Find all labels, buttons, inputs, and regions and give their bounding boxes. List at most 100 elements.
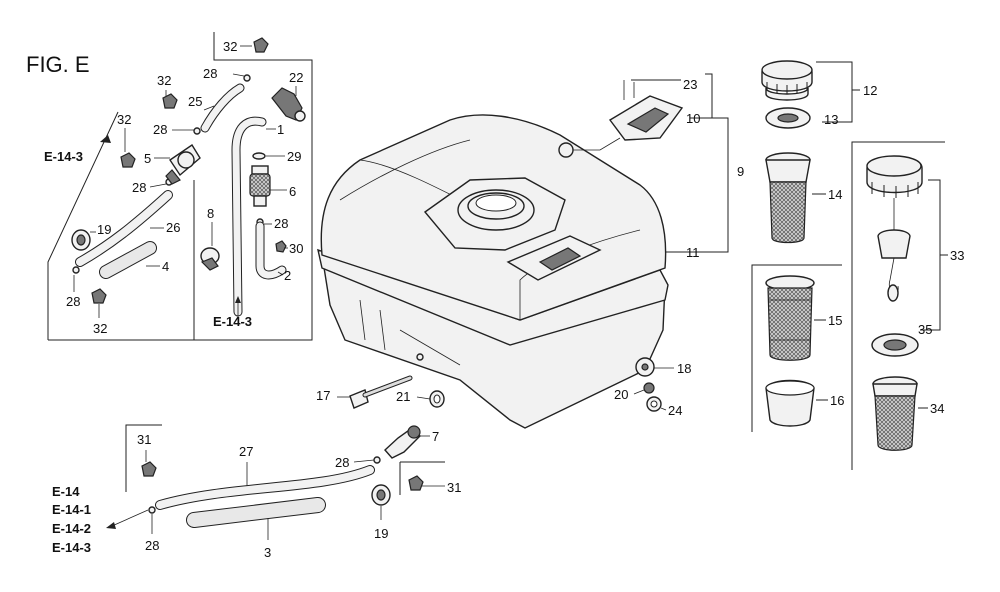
clip-32-a xyxy=(162,93,178,109)
ref-e14-3-upper: E-14-3 xyxy=(44,149,83,164)
callout-29: 29 xyxy=(287,149,301,164)
clamp-8 xyxy=(200,247,220,271)
callout-14: 14 xyxy=(828,187,842,202)
callout-4: 4 xyxy=(162,259,169,274)
callout-5: 5 xyxy=(144,151,151,166)
clip-28-d xyxy=(72,266,80,274)
callout-6: 6 xyxy=(289,184,296,199)
clip-28-b xyxy=(193,127,201,135)
fuel-line-box xyxy=(47,32,313,341)
gasket-35 xyxy=(871,333,919,357)
hose-3 xyxy=(186,497,326,528)
clip-28-a xyxy=(243,74,251,82)
callout-30: 30 xyxy=(289,241,303,256)
clip-30 xyxy=(275,240,287,253)
hose-4 xyxy=(99,241,157,279)
ref-e14: E-14 xyxy=(52,484,80,499)
ref-e14-2: E-14-2 xyxy=(52,521,91,536)
callout-16: 16 xyxy=(830,393,844,408)
ref-arrow-lower xyxy=(111,509,149,527)
callout-28: 28 xyxy=(145,538,159,553)
fuel-cock-5 xyxy=(165,144,201,185)
clip-28-g xyxy=(148,506,156,514)
grommet-19-upper xyxy=(71,229,91,251)
fuel-filter-6 xyxy=(249,165,271,207)
callout-28: 28 xyxy=(335,455,349,470)
callout-31: 31 xyxy=(447,480,461,495)
callout-22: 22 xyxy=(289,70,303,85)
callout-15: 15 xyxy=(828,313,842,328)
callout-32: 32 xyxy=(157,73,171,88)
ref-e14-3-center: E-14-3 xyxy=(213,314,252,329)
leader-lines xyxy=(73,45,674,540)
grommet-19-lower xyxy=(371,484,391,506)
bolt-17 xyxy=(349,375,413,409)
fuel-cap-12 xyxy=(761,60,813,101)
callout-21: 21 xyxy=(396,389,410,404)
strainer-34 xyxy=(872,376,918,451)
callout-9: 9 xyxy=(737,164,744,179)
callout-8: 8 xyxy=(207,206,214,221)
washer-20 xyxy=(643,382,655,394)
callout-11: 11 xyxy=(686,245,700,260)
callout-7: 7 xyxy=(432,429,439,444)
callout-33: 33 xyxy=(950,248,964,263)
callout-25: 25 xyxy=(188,94,202,109)
screws-23 xyxy=(623,80,635,100)
callout-19: 19 xyxy=(374,526,388,541)
callout-10: 10 xyxy=(686,111,700,126)
clip-32-top xyxy=(253,37,269,53)
callout-13: 13 xyxy=(824,112,838,127)
strainer-15 xyxy=(765,275,815,361)
clip-28-f xyxy=(373,456,381,464)
callout-2: 2 xyxy=(284,268,291,283)
nut-24 xyxy=(646,396,662,412)
clip-32-b xyxy=(120,152,136,168)
cup-16 xyxy=(765,379,815,427)
fuel-gauge-10 xyxy=(558,95,684,158)
washer-18 xyxy=(635,357,655,377)
clamp-22 xyxy=(271,87,306,122)
ref-arrow-upper xyxy=(100,135,111,143)
callout-26: 26 xyxy=(166,220,180,235)
callout-31: 31 xyxy=(137,432,151,447)
ref-e14-3-lower: E-14-3 xyxy=(52,540,91,555)
callout-28: 28 xyxy=(132,180,146,195)
fuel-tank-11 xyxy=(317,114,669,429)
cap-box xyxy=(851,141,945,470)
callout-19: 19 xyxy=(97,222,111,237)
callout-28: 28 xyxy=(66,294,80,309)
callout-32: 32 xyxy=(223,39,237,54)
bracket-9 xyxy=(670,117,729,253)
callout-35: 35 xyxy=(918,322,932,337)
ref-e14-1: E-14-1 xyxy=(52,502,91,517)
callout-34: 34 xyxy=(930,401,944,416)
callout-3: 3 xyxy=(264,545,271,560)
washer-21 xyxy=(429,390,445,408)
callout-28: 28 xyxy=(274,216,288,231)
fuel-cap-33 xyxy=(866,155,923,302)
callout-27: 27 xyxy=(239,444,253,459)
clip-31-a xyxy=(141,461,157,477)
callout-18: 18 xyxy=(677,361,691,376)
filter-box xyxy=(751,264,842,432)
strainer-14 xyxy=(765,152,811,244)
callout-28: 28 xyxy=(203,66,217,81)
figure-title: FIG. E xyxy=(26,52,90,77)
joint-7 xyxy=(384,425,421,459)
clip-29 xyxy=(252,152,266,160)
callout-28: 28 xyxy=(153,122,167,137)
callout-23: 23 xyxy=(683,77,697,92)
callout-32: 32 xyxy=(93,321,107,336)
clip-31-b xyxy=(408,475,424,491)
callout-32: 32 xyxy=(117,112,131,127)
clip-32-c xyxy=(91,288,107,304)
bracket-33 xyxy=(920,179,941,331)
callout-20: 20 xyxy=(614,387,628,402)
callout-17: 17 xyxy=(316,388,330,403)
callout-1: 1 xyxy=(277,122,284,137)
bracket-12-13 xyxy=(816,61,853,123)
gasket-13 xyxy=(765,107,811,129)
